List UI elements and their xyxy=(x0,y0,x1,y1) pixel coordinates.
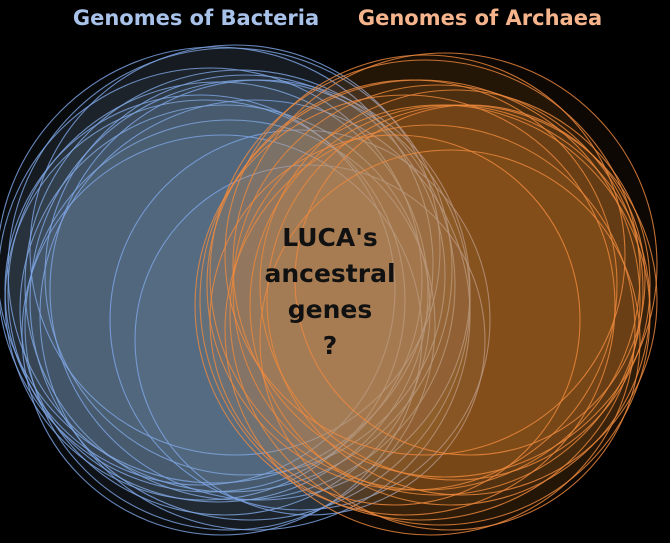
center-label: LUCA's ancestral genes ? xyxy=(264,223,395,360)
archaea-genome-circle-14 xyxy=(294,104,646,456)
archaea-genome-circle-9 xyxy=(224,124,636,536)
archaea-genome-circle-7 xyxy=(206,79,618,491)
archaea-genome-circle-5 xyxy=(229,104,651,526)
archaea-genome-circle-6 xyxy=(259,89,651,481)
archaea-genome-circle-12 xyxy=(259,149,641,531)
center-label-line-3: genes xyxy=(288,295,373,324)
bacteria-title: Genomes of Bacteria xyxy=(73,6,319,30)
bacteria-genome-circle-6 xyxy=(0,67,423,493)
archaea-title: Genomes of Archaea xyxy=(358,6,602,30)
bacteria-genome-circle-9 xyxy=(0,46,434,484)
bacteria-genome-circle-5 xyxy=(19,104,431,516)
center-label-line-4: ? xyxy=(323,331,338,360)
bacteria-genome-circle-10 xyxy=(44,74,446,476)
archaea-genome-circles xyxy=(194,52,658,536)
archaea-genome-circle-15 xyxy=(209,134,581,506)
center-label-line-2: ancestral xyxy=(264,259,395,288)
archaea-genome-circle-13 xyxy=(224,54,626,456)
archaea-genome-circle-11 xyxy=(194,94,616,516)
archaea-genome-circle-8 xyxy=(232,52,658,478)
center-label-line-1: LUCA's xyxy=(282,223,378,252)
